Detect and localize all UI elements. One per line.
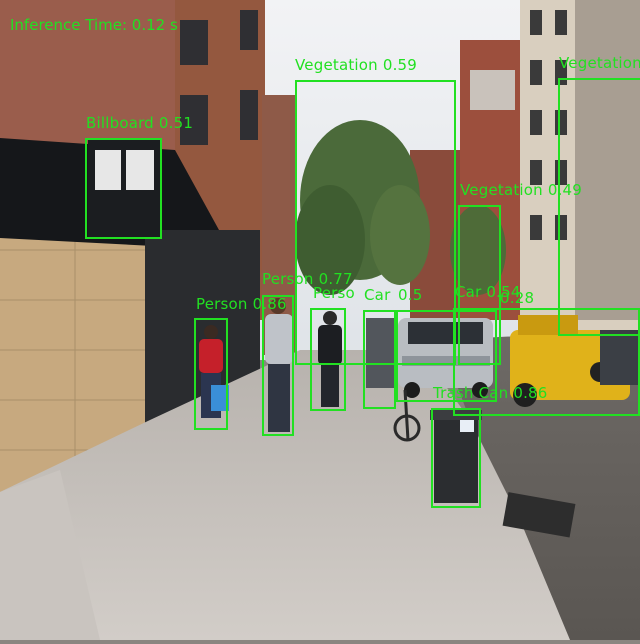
detection-box-vegetation-right: [558, 78, 640, 336]
detection-box-car-left: [363, 310, 396, 409]
detection-box-vegetation-small: [458, 205, 501, 365]
detection-box-car: [396, 310, 497, 402]
detection-label-vegetation-right: Vegetation: [559, 54, 640, 72]
detection-label-vegetation-small: Vegetation 0.49: [460, 181, 583, 199]
detection-label-car: Car 0.54: [455, 283, 521, 301]
detection-box-trash-can: [431, 408, 481, 508]
detection-box-person-back: [310, 308, 346, 411]
detection-label-vegetation: Vegetation 0.59: [295, 56, 418, 74]
detection-box-person-left: [194, 318, 228, 430]
detection-box-car-right: [453, 308, 640, 416]
detection-label-person-center: Person 0.77: [262, 270, 353, 288]
detection-label-person-back: Perso: [313, 284, 355, 302]
detection-box-vegetation: [295, 80, 456, 365]
detection-label-trash-can: Trash Can 0.86: [433, 384, 548, 402]
pedestrian-shapes: [199, 298, 342, 432]
detection-label-score-fragment: 0.5: [398, 286, 423, 304]
detection-label-car-left: Car: [364, 286, 391, 304]
detection-label-person-left: Person 0.86: [196, 295, 287, 313]
detection-box-billboard: [85, 138, 162, 239]
detection-box-person-center: [262, 295, 294, 436]
detection-label-score-right: 0.28: [500, 289, 535, 307]
detection-label-billboard: Billboard 0.51: [86, 114, 194, 132]
inference-time-label: Inference Time: 0.12 s: [10, 16, 178, 34]
